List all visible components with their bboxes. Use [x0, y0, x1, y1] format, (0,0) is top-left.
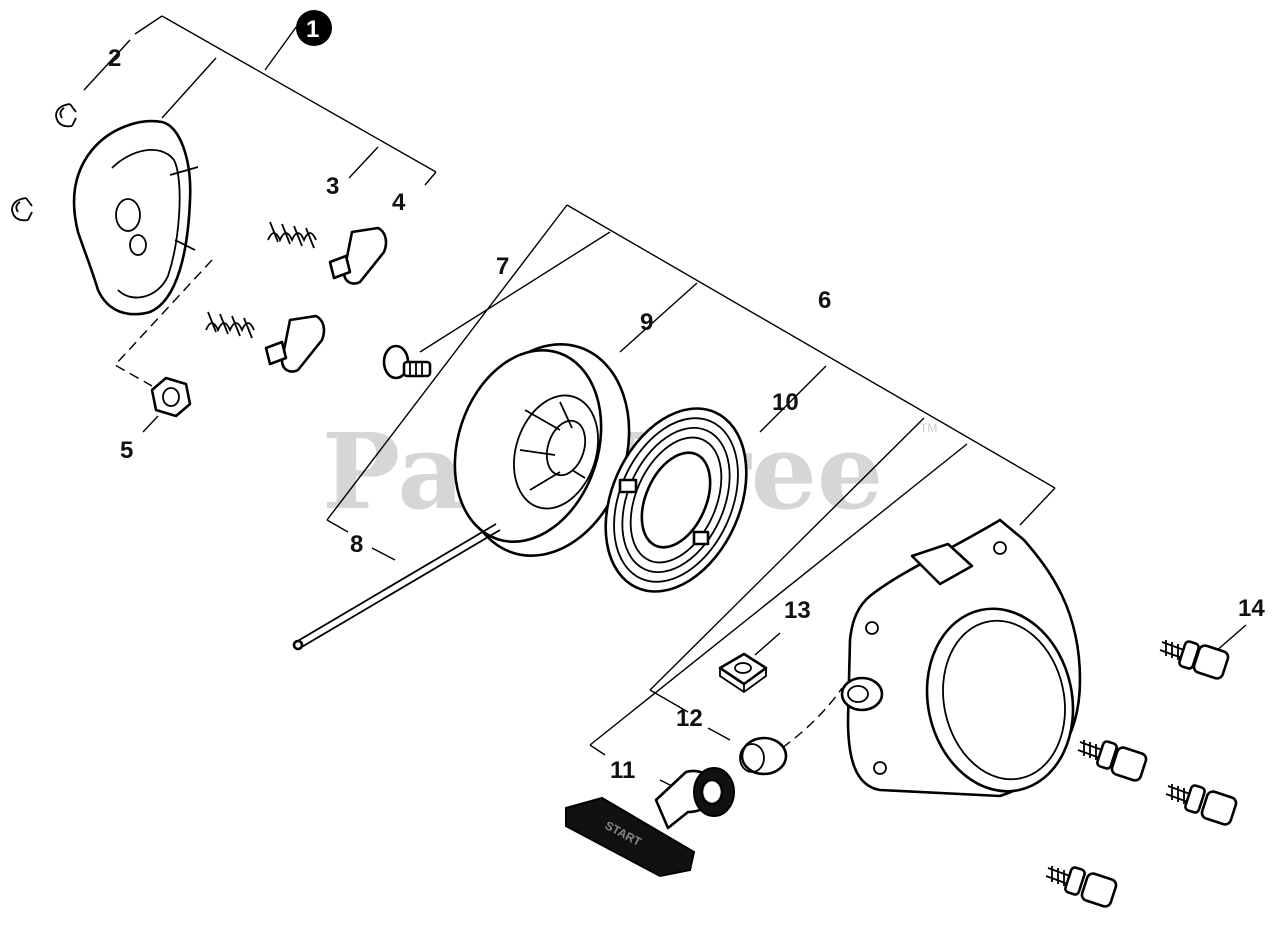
callout-6: 6	[818, 287, 831, 314]
starter-housing	[840, 518, 1082, 798]
hex-nut	[150, 376, 192, 418]
spring-lower	[205, 311, 255, 339]
callout-7: 7	[496, 253, 509, 280]
callout-1-badge	[296, 10, 332, 46]
callout-10: 10	[772, 389, 799, 416]
e-clip-upper	[55, 103, 77, 128]
recoil-spring	[604, 407, 748, 593]
square-nut	[718, 652, 768, 694]
watermark-tm: TM	[920, 421, 937, 435]
starter-handle: START	[565, 767, 735, 878]
bracket-group-6	[326, 204, 1247, 791]
callout-4: 4	[392, 189, 406, 216]
callout-14: 14	[1238, 595, 1265, 622]
screw-7	[382, 344, 432, 380]
callout-9: 9	[640, 309, 653, 336]
callout-2: 2	[108, 45, 121, 72]
callout-8: 8	[350, 531, 363, 558]
pulley-plate	[72, 119, 199, 316]
callout-1: 1	[306, 16, 319, 43]
callout-5: 5	[120, 437, 133, 464]
callouts: 1 2 3 4 5 6 7 8 9 10 11 12 13 14	[108, 10, 1265, 784]
callout-11: 11	[610, 757, 635, 784]
spring-upper	[267, 221, 317, 249]
bolt-4	[1045, 866, 1118, 908]
bolt-3	[1165, 784, 1238, 826]
rope-bushing	[739, 736, 788, 776]
rope-reel	[453, 343, 631, 557]
pawl-upper	[328, 226, 388, 285]
bolt-2	[1077, 740, 1148, 782]
starter-rope	[292, 523, 501, 651]
callout-12: 12	[676, 705, 703, 732]
pawl-lower	[264, 314, 326, 373]
e-clip-lower	[11, 197, 33, 222]
callout-13: 13	[784, 597, 811, 624]
callout-3: 3	[326, 173, 339, 200]
bracket-group-1	[83, 15, 437, 433]
bolt-1	[1159, 640, 1230, 680]
